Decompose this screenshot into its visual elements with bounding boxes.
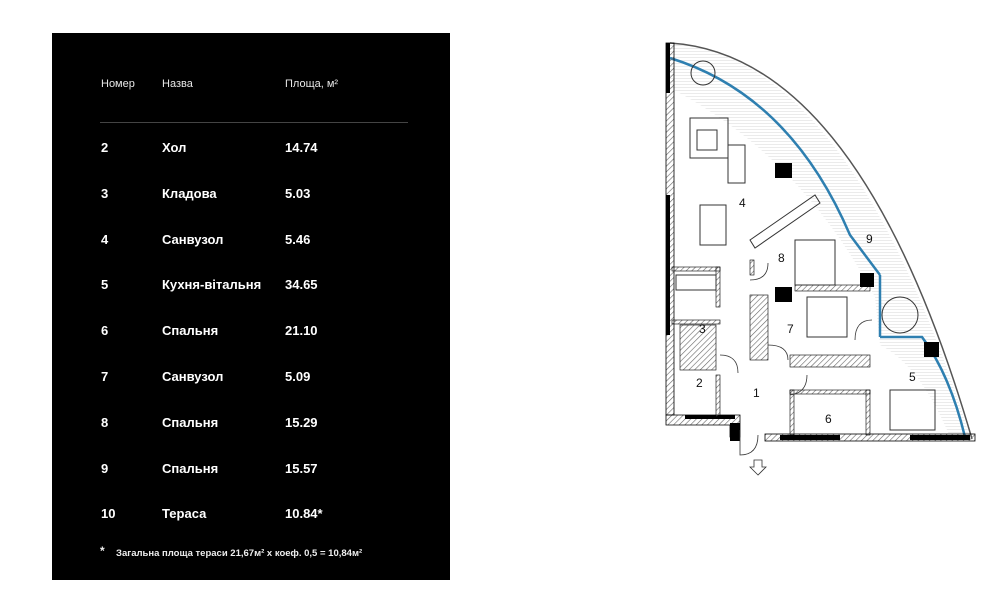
- cell-number: 5: [101, 277, 109, 293]
- table-row: 5 Кухня-вітальня 34.65: [52, 277, 450, 297]
- table-row: 10 Тераса 10.84*: [52, 506, 450, 526]
- table-row: 7 Санвузол 5.09: [52, 369, 450, 389]
- cell-area: 5.03: [285, 185, 311, 201]
- cell-area: 21.10: [285, 323, 318, 339]
- table-row: 3 Кладова 5.03: [52, 186, 450, 206]
- header-number: Номер: [101, 78, 135, 90]
- room-label-9: 9: [866, 232, 873, 246]
- room-label-2: 2: [696, 376, 703, 390]
- cell-area: 5.09: [285, 369, 311, 384]
- room-label-3: 3: [699, 322, 706, 336]
- cell-area: 5.46: [285, 231, 311, 247]
- cell-name: Кладова: [162, 185, 217, 201]
- table-row: 6 Спальня 21.10: [52, 323, 450, 343]
- room-label-6: 6: [825, 412, 832, 426]
- cell-area: 15.29: [285, 414, 318, 430]
- cell-name: Хол: [162, 140, 187, 155]
- cell-number: 7: [101, 369, 109, 384]
- cell-number: 8: [101, 414, 109, 430]
- table-row: 2 Хол 14.74: [52, 140, 450, 160]
- cell-number: 9: [101, 460, 109, 476]
- room-label-8: 8: [778, 251, 785, 265]
- cell-name: Санвузол: [162, 231, 224, 247]
- cell-number: 3: [101, 185, 109, 201]
- entrance-arrow-icon: [749, 459, 767, 476]
- cell-name: Кухня-вітальня: [162, 277, 262, 293]
- cell-number: 2: [101, 140, 109, 155]
- header-area: Площа, м²: [285, 78, 339, 90]
- cell-number: 4: [101, 231, 109, 247]
- cell-area: 10.84*: [285, 506, 323, 522]
- glazing: [669, 56, 881, 276]
- outer-arc: [669, 42, 973, 440]
- table-row: 8 Спальня 15.29: [52, 415, 450, 435]
- cell-name: Спальня: [162, 460, 219, 476]
- room-label-5: 5: [909, 370, 916, 384]
- footnote-text: Загальна площа тераси 21,67м² x коеф. 0,…: [116, 548, 363, 559]
- cell-area: 14.74: [285, 140, 318, 155]
- table-row: 4 Санвузол 5.46: [52, 232, 450, 252]
- cell-name: Санвузол: [162, 369, 224, 384]
- footnote-mark: *: [100, 544, 105, 558]
- cell-name: Спальня: [162, 323, 219, 339]
- header-name: Назва: [162, 78, 193, 90]
- cell-area: 15.57: [285, 460, 318, 476]
- cell-name: Спальня: [162, 414, 219, 430]
- header-divider: [100, 122, 408, 123]
- cell-name: Тераса: [162, 506, 207, 522]
- room-label-1: 1: [753, 386, 760, 400]
- floor-plan: 1 2 3 4 5 6 7 8 9: [665, 42, 976, 476]
- cell-number: 6: [101, 323, 109, 339]
- terrace-area: [670, 43, 970, 437]
- cell-area: 34.65: [285, 277, 318, 293]
- room-label-4: 4: [739, 196, 746, 210]
- room-area-table: Номер Назва Площа, м² 2 Хол 14.74 3 Кладова 5…: [52, 33, 450, 580]
- room-label-7: 7: [787, 322, 794, 336]
- table-row: 9 Спальня 15.57: [52, 461, 450, 481]
- cell-number: 10: [101, 506, 116, 522]
